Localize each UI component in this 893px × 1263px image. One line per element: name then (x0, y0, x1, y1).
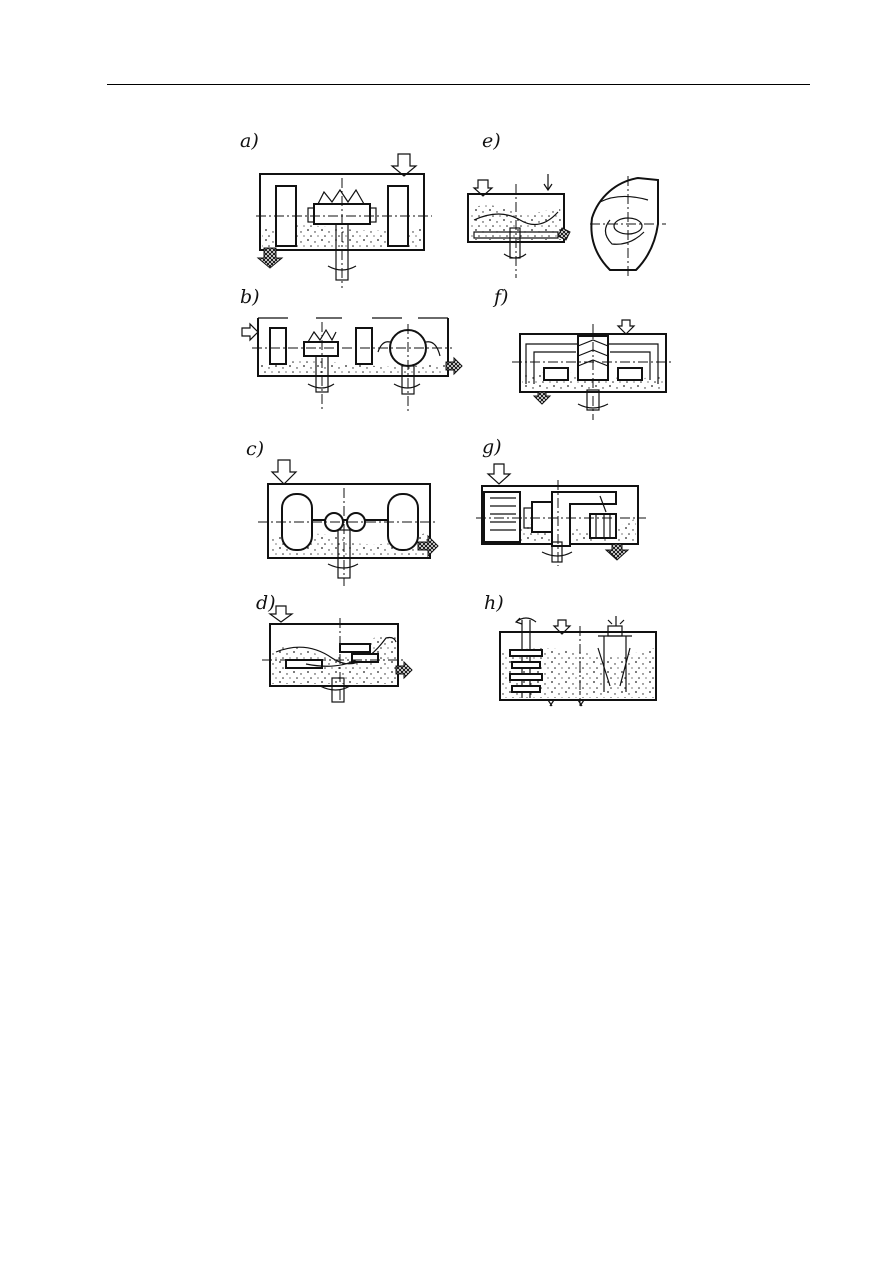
panel-label-h: h) (484, 592, 504, 614)
outlet-arrow-icon (557, 227, 571, 241)
rotation-arrow-icon (514, 617, 537, 625)
inlet-arrow-icon (472, 179, 494, 197)
inlet-arrow-icon (486, 463, 512, 485)
inlet-arrow-icon (552, 619, 572, 635)
panel-label-d: d) (256, 592, 276, 614)
outlet-arrow-icon (417, 534, 439, 558)
inlet-arrow-icon (616, 319, 636, 335)
diagram-e (467, 174, 666, 278)
panel-label-a: a) (240, 130, 259, 152)
header-rule (107, 84, 810, 85)
panel-label-b: b) (240, 286, 260, 308)
diagram-c (258, 459, 439, 586)
panel-label-c: c) (246, 438, 265, 460)
outlet-arrow-icon (532, 391, 552, 405)
panel-label-g: g) (482, 436, 502, 458)
outlet-arrow-icon (445, 356, 463, 376)
diagram-a (256, 153, 432, 288)
outlet-arrow-icon (256, 247, 284, 269)
inlet-arrow-icon (241, 322, 259, 342)
diagram-d (262, 605, 413, 703)
diagram-g (476, 463, 646, 566)
outlet-arrow-icon (547, 699, 585, 707)
diagram-b (241, 317, 463, 412)
diagram-h (499, 616, 657, 707)
diagram-f (512, 319, 674, 420)
panel-label-e: e) (482, 130, 501, 152)
outlet-arrow-icon (395, 660, 413, 680)
inlet-arrow-icon (390, 153, 418, 177)
outlet-arrow-icon (604, 543, 630, 561)
inlet-arrow-icon (268, 605, 294, 623)
panel-label-f: f) (494, 286, 509, 308)
inlet-arrow-icon (270, 459, 298, 485)
